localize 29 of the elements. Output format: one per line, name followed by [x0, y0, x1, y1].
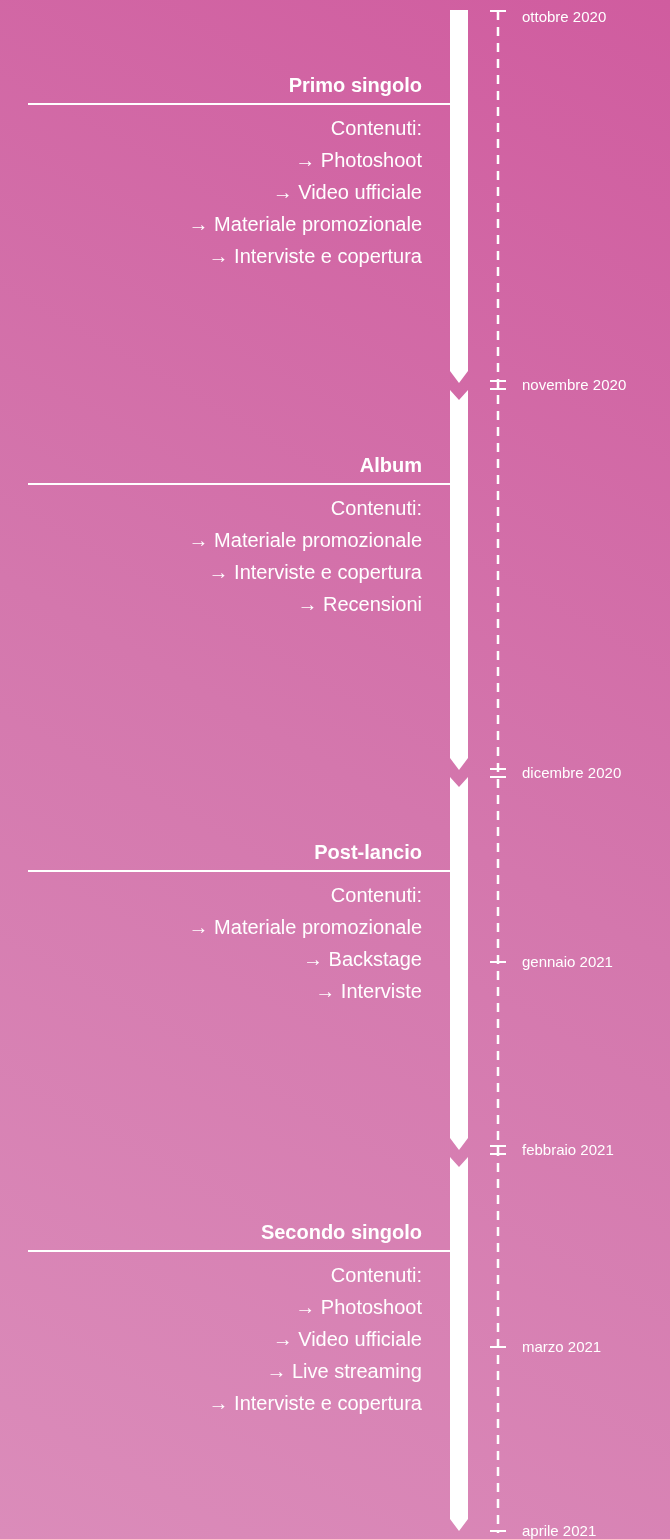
month-label: novembre 2020 [522, 376, 627, 394]
month-label: dicembre 2020 [522, 764, 622, 782]
list-item: → Photoshoot [295, 1295, 422, 1319]
month-label: gennaio 2021 [522, 953, 613, 971]
month-label: marzo 2021 [522, 1338, 602, 1356]
list-item: → Interviste e copertura [208, 560, 422, 584]
list-item: → Interviste e copertura [208, 1391, 422, 1415]
phase-title: Post-lancio [314, 840, 422, 864]
list-item: → Interviste e copertura [208, 244, 422, 268]
list-heading: Contenuti: [330, 883, 422, 907]
list-item: → Live streaming [266, 1359, 422, 1383]
phase-title: Secondo singolo [260, 1220, 422, 1244]
list-item: → Materiale promozionale [188, 915, 422, 939]
month-label: aprile 2021 [522, 1522, 597, 1539]
list-item: → Materiale promozionale [188, 528, 422, 552]
list-item: → Interviste [315, 979, 422, 1003]
list-item: → Materiale promozionale [188, 212, 422, 236]
list-item: → Video ufficiale [272, 180, 422, 204]
list-heading: Contenuti: [330, 116, 422, 140]
month-label: ottobre 2020 [522, 8, 607, 26]
list-item: → Photoshoot [295, 148, 422, 172]
list-item: → Video ufficiale [272, 1327, 422, 1351]
phase-title: Primo singolo [288, 73, 422, 97]
list-heading: Contenuti: [330, 1263, 422, 1287]
month-label: febbraio 2021 [522, 1141, 614, 1159]
list-heading: Contenuti: [330, 496, 422, 520]
list-item: → Recensioni [297, 592, 422, 616]
phase-title: Album [359, 453, 422, 477]
list-item: → Backstage [303, 947, 422, 971]
